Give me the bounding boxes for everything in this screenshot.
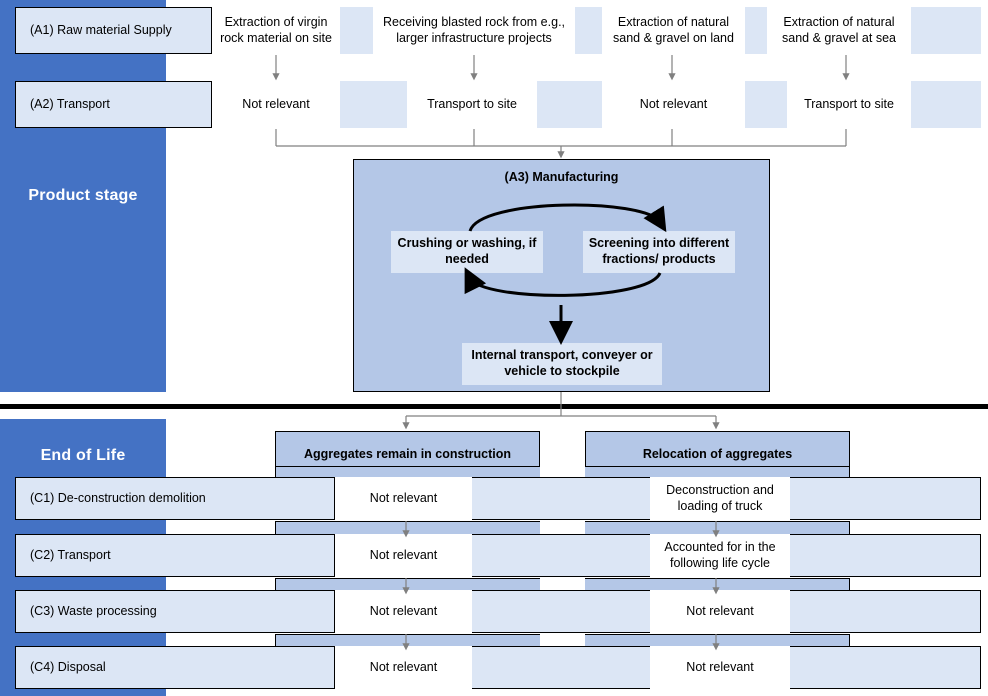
cell-a1-2: Receiving blasted rock from e.g., larger… bbox=[373, 7, 575, 54]
cell-a1-2-text: Receiving blasted rock from e.g., larger… bbox=[382, 15, 566, 45]
cell-a2-4-text: Transport to site bbox=[804, 96, 894, 111]
connector-a2-to-a3 bbox=[275, 129, 847, 159]
cell-a2-3-text: Not relevant bbox=[639, 96, 708, 111]
cell-c4-2-text: Not relevant bbox=[686, 659, 754, 674]
row-label-c4: (C4) Disposal bbox=[15, 646, 335, 689]
cell-c2-2-text: Accounted for in the following life cycl… bbox=[664, 540, 776, 570]
cell-a1-4-text: Extraction of natural sand & gravel at s… bbox=[782, 15, 896, 45]
row-label-c1-text: (C1) De-construction demolition bbox=[30, 490, 206, 505]
cell-c2-2: Accounted for in the following life cycl… bbox=[650, 534, 790, 577]
cell-c4-1: Not relevant bbox=[335, 646, 472, 689]
cell-c3-2: Not relevant bbox=[650, 590, 790, 633]
row-label-a2-text: (A2) Transport bbox=[30, 96, 110, 111]
cell-c3-1: Not relevant bbox=[335, 590, 472, 633]
row-label-c1: (C1) De-construction demolition bbox=[15, 477, 335, 520]
cell-a1-1-text: Extraction of virgin rock material on si… bbox=[220, 15, 332, 45]
stage-panel-product: Product stage bbox=[0, 0, 166, 392]
cell-c3-1-text: Not relevant bbox=[369, 603, 438, 618]
row-label-a1: (A1) Raw material Supply bbox=[15, 7, 212, 54]
row-label-c2-text: (C2) Transport bbox=[30, 547, 111, 562]
cell-c1-2-text: Deconstruction and loading of truck bbox=[666, 483, 774, 513]
cell-a1-4: Extraction of natural sand & gravel at s… bbox=[767, 7, 911, 54]
row-label-a2: (A2) Transport bbox=[15, 81, 212, 128]
cell-a1-1: Extraction of virgin rock material on si… bbox=[212, 7, 340, 54]
cell-a2-2: Transport to site bbox=[407, 81, 537, 128]
cell-a2-1: Not relevant bbox=[212, 81, 340, 128]
stage-divider bbox=[0, 404, 988, 409]
spacer-a2-1 bbox=[340, 81, 407, 128]
cell-a2-4: Transport to site bbox=[787, 81, 911, 128]
cell-a2-1-text: Not relevant bbox=[242, 96, 310, 111]
cell-a2-2-text: Transport to site bbox=[427, 96, 517, 111]
spacer-a1-2 bbox=[575, 7, 602, 54]
cell-a2-3: Not relevant bbox=[602, 81, 745, 128]
cell-c2-1: Not relevant bbox=[335, 534, 472, 577]
cell-c1-1-text: Not relevant bbox=[369, 490, 438, 505]
cell-c4-2: Not relevant bbox=[650, 646, 790, 689]
manufacturing-step-stockpile-text: Internal transport, conveyer or vehicle … bbox=[471, 348, 653, 378]
cell-a1-3-text: Extraction of natural sand & gravel on l… bbox=[613, 15, 734, 45]
branch-header-aggregates-remain-text: Aggregates remain in construction bbox=[304, 447, 511, 462]
manufacturing-step-stockpile: Internal transport, conveyer or vehicle … bbox=[462, 343, 662, 385]
row-label-c3: (C3) Waste processing bbox=[15, 590, 335, 633]
row-label-a1-text: (A1) Raw material Supply bbox=[30, 22, 172, 37]
manufacturing-step-crushing-text: Crushing or washing, if needed bbox=[397, 236, 537, 266]
stage-panel-end-of-life-label: End of Life bbox=[40, 447, 126, 464]
spacer-a2-2 bbox=[537, 81, 602, 128]
row-label-c4-text: (C4) Disposal bbox=[30, 659, 106, 674]
manufacturing-title: (A3) Manufacturing bbox=[504, 170, 619, 184]
spacer-a1-4 bbox=[911, 7, 981, 54]
branch-header-relocation-text: Relocation of aggregates bbox=[642, 447, 793, 462]
cell-a1-3: Extraction of natural sand & gravel on l… bbox=[602, 7, 745, 54]
spacer-a1-3 bbox=[745, 7, 767, 54]
connector-a3-to-end-of-life bbox=[402, 392, 720, 430]
cell-c1-2: Deconstruction and loading of truck bbox=[650, 477, 790, 520]
row-label-c3-text: (C3) Waste processing bbox=[30, 603, 157, 618]
spacer-a2-4 bbox=[911, 81, 981, 128]
cell-c4-1-text: Not relevant bbox=[369, 659, 438, 674]
cell-c3-2-text: Not relevant bbox=[686, 603, 754, 618]
stage-panel-product-label: Product stage bbox=[28, 187, 138, 204]
spacer-a1-1 bbox=[340, 7, 373, 54]
manufacturing-step-crushing: Crushing or washing, if needed bbox=[391, 231, 543, 273]
cell-c2-1-text: Not relevant bbox=[369, 547, 438, 562]
manufacturing-step-screening-text: Screening into different fractions/ prod… bbox=[588, 236, 730, 266]
connector-a1-to-a2 bbox=[272, 55, 850, 81]
cell-c1-1: Not relevant bbox=[335, 477, 472, 520]
manufacturing-step-screening: Screening into different fractions/ prod… bbox=[583, 231, 735, 273]
spacer-a2-3 bbox=[745, 81, 787, 128]
row-label-c2: (C2) Transport bbox=[15, 534, 335, 577]
